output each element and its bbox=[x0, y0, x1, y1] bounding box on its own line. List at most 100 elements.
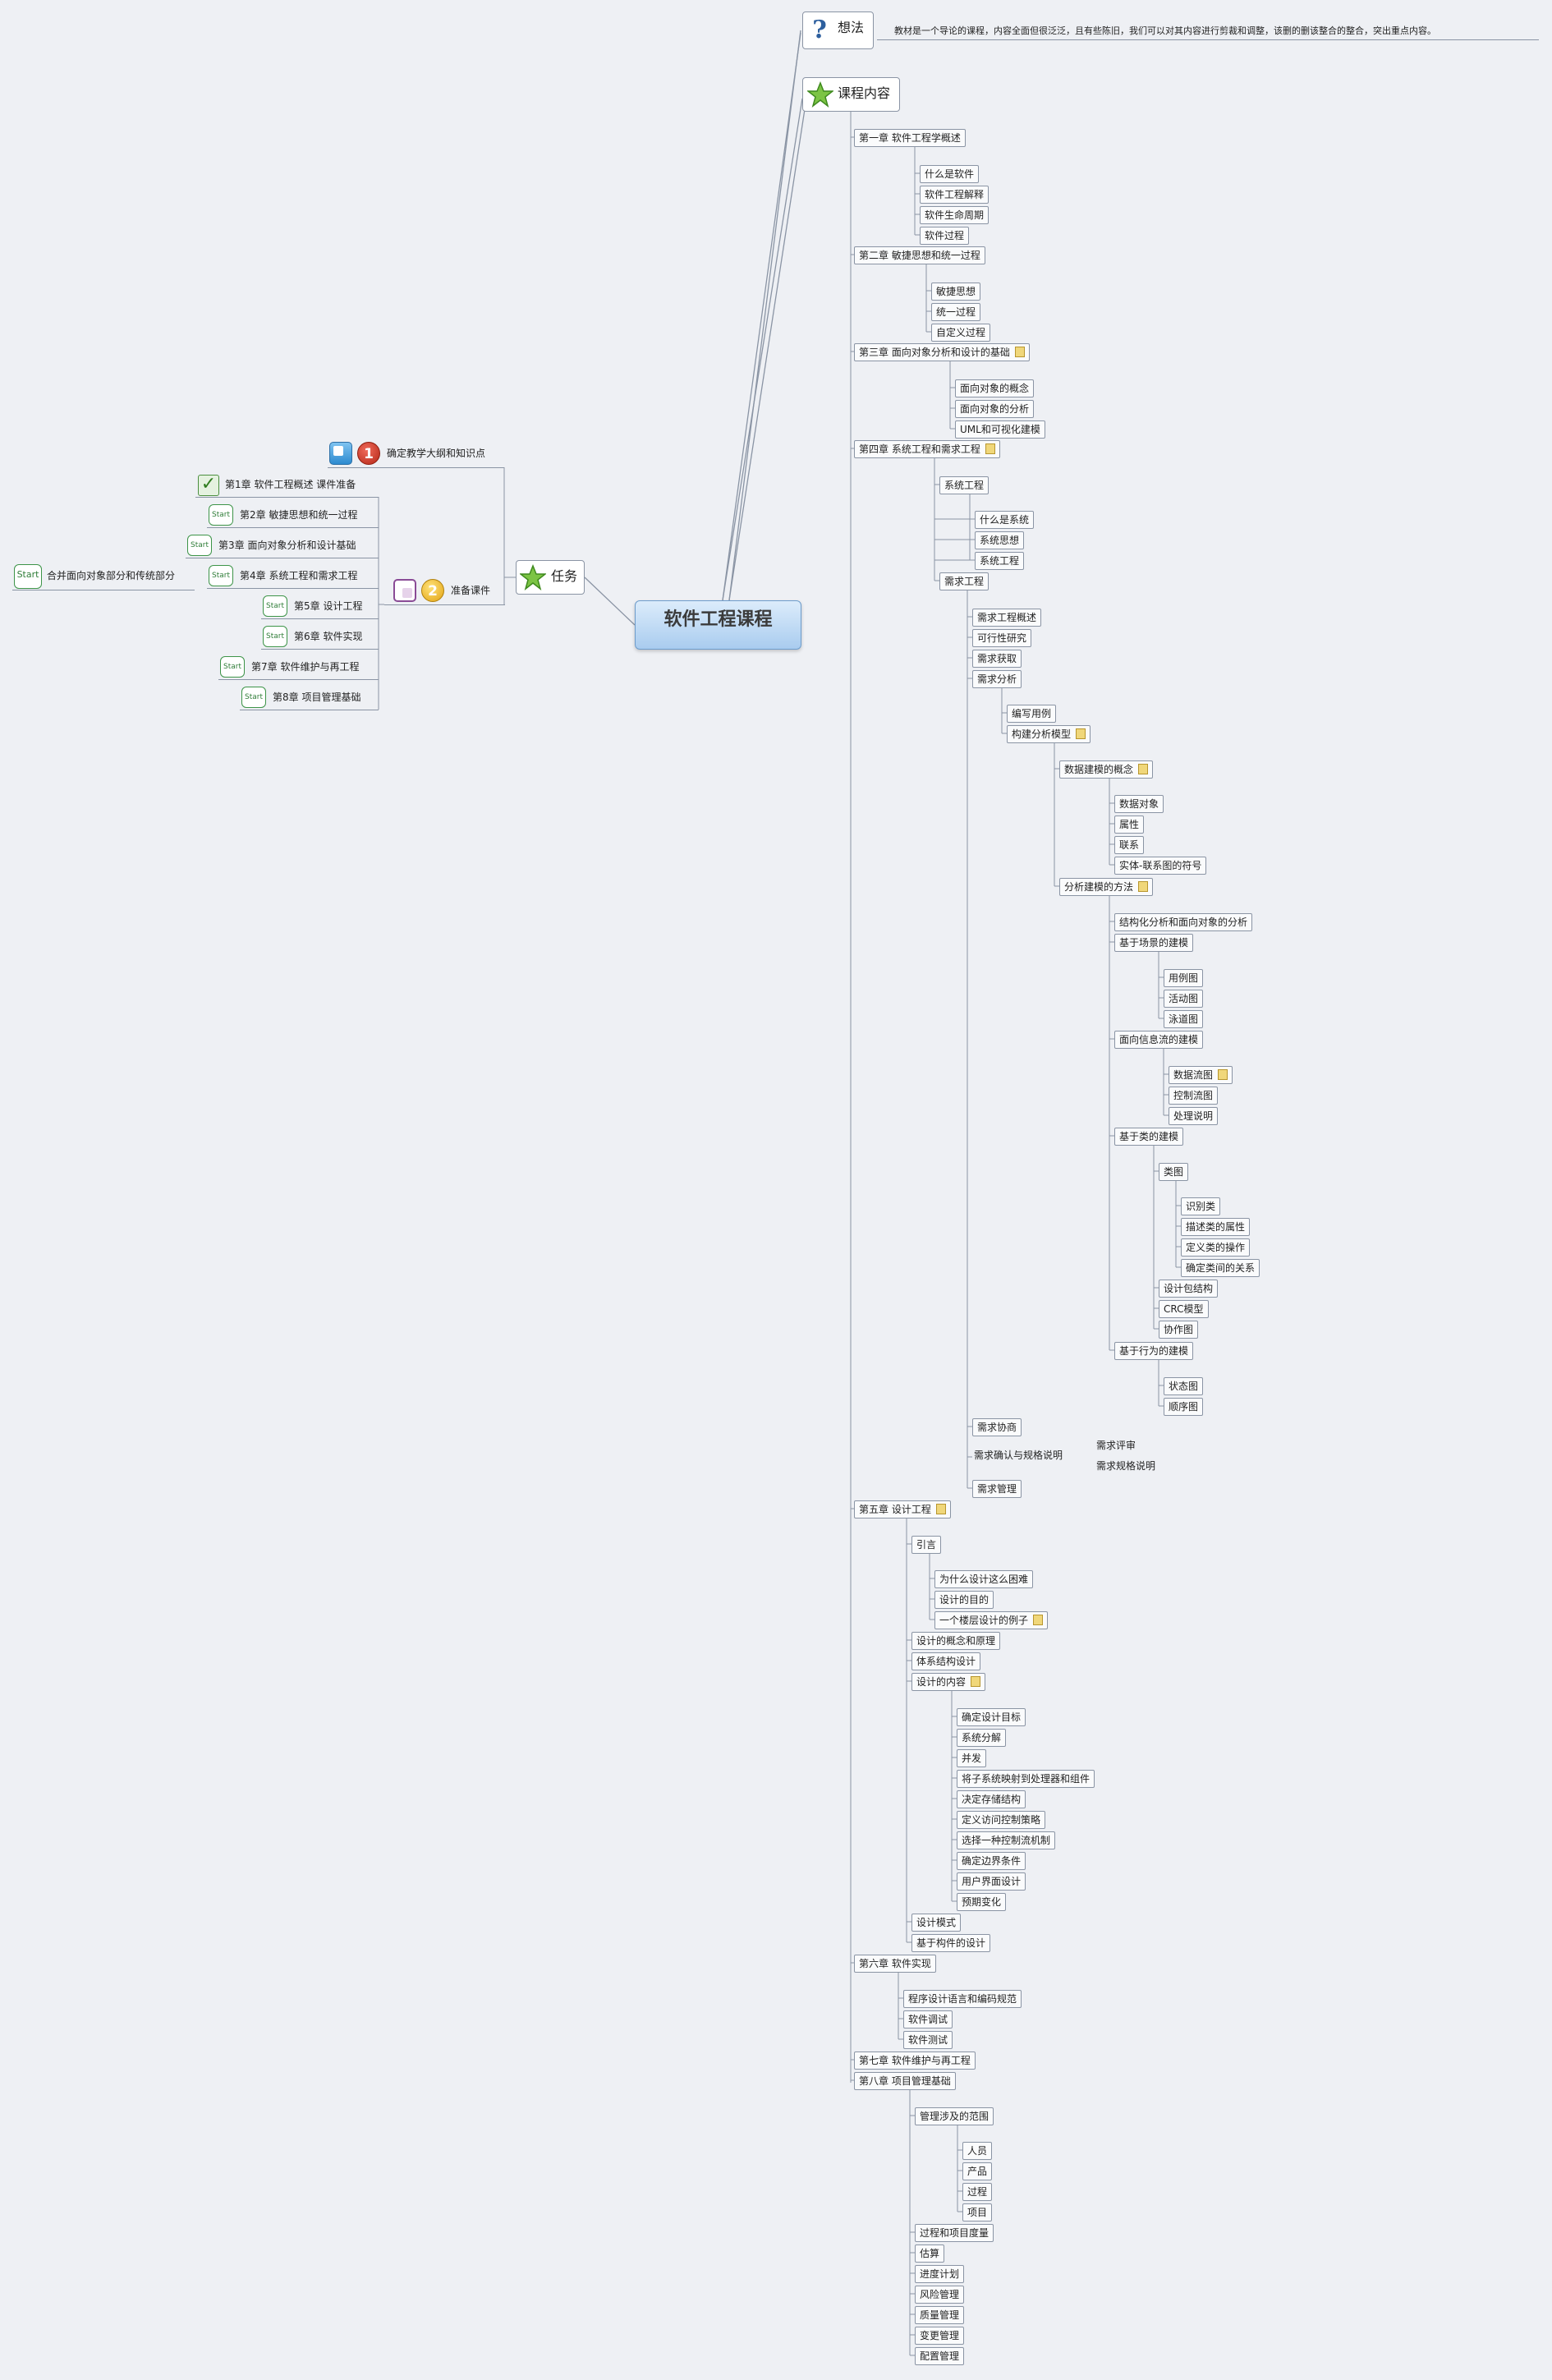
outline-node[interactable]: 控制流图 bbox=[1169, 1087, 1219, 1105]
outline-node[interactable]: 基于类的建模 bbox=[1114, 1128, 1184, 1146]
outline-node[interactable]: 什么是系统 bbox=[975, 511, 1035, 529]
outline-node[interactable]: 需求管理 bbox=[972, 1480, 1022, 1498]
note-icon[interactable] bbox=[971, 1676, 981, 1687]
outline-node[interactable]: 确定类间的关系 bbox=[1181, 1259, 1260, 1277]
outline-node[interactable]: CRC模型 bbox=[1159, 1300, 1209, 1318]
chapter-task-1[interactable]: 第1章 软件工程概述 课件准备 bbox=[225, 479, 356, 490]
chapter-task-6[interactable]: 第6章 软件实现 bbox=[294, 631, 363, 642]
outline-node[interactable]: 描述类的属性 bbox=[1181, 1218, 1251, 1236]
outline-node[interactable]: 基于场景的建模 bbox=[1114, 934, 1194, 952]
outline-node[interactable]: 程序设计语言和编码规范 bbox=[903, 1990, 1022, 2008]
note-icon[interactable] bbox=[1014, 347, 1025, 357]
outline-node[interactable]: 属性 bbox=[1114, 816, 1145, 834]
checkbox-done-icon[interactable]: ✓ bbox=[198, 475, 219, 496]
outline-node[interactable]: 需求确认与规格说明 bbox=[972, 1449, 1064, 1462]
outline-node[interactable]: 软件工程解释 bbox=[920, 186, 990, 204]
outline-node[interactable]: 设计模式 bbox=[911, 1914, 962, 1932]
chapter-task-8[interactable]: 第8章 项目管理基础 bbox=[273, 691, 361, 703]
outline-node[interactable]: 软件生命周期 bbox=[920, 206, 990, 224]
outline-node[interactable]: 构建分析模型 bbox=[1007, 725, 1091, 743]
chapter-task-2[interactable]: 第2章 敏捷思想和统一过程 bbox=[240, 509, 358, 521]
outline-node[interactable]: 软件调试 bbox=[903, 2010, 953, 2029]
outline-node[interactable]: 设计包结构 bbox=[1159, 1280, 1219, 1298]
outline-node[interactable]: 第四章 系统工程和需求工程 bbox=[854, 440, 1000, 458]
outline-node[interactable]: 数据对象 bbox=[1114, 795, 1164, 813]
chapter-task-4[interactable]: 第4章 系统工程和需求工程 bbox=[240, 570, 358, 581]
outline-node[interactable]: 可行性研究 bbox=[972, 629, 1032, 647]
outline-node[interactable]: 确定设计目标 bbox=[957, 1708, 1026, 1726]
outline-node[interactable]: 联系 bbox=[1114, 836, 1145, 854]
outline-node[interactable]: 需求规格说明 bbox=[1095, 1459, 1157, 1473]
outline-node[interactable]: 系统工程 bbox=[975, 552, 1025, 570]
outline-node[interactable]: 需求工程 bbox=[939, 572, 990, 590]
note-icon[interactable] bbox=[935, 1504, 946, 1514]
outline-node[interactable]: 产品 bbox=[962, 2162, 993, 2180]
outline-node[interactable]: 识别类 bbox=[1181, 1197, 1221, 1215]
note-icon[interactable] bbox=[1218, 1069, 1228, 1080]
outline-node[interactable]: 确定边界条件 bbox=[957, 1852, 1026, 1870]
outline-node[interactable]: 风险管理 bbox=[915, 2286, 965, 2304]
outline-node[interactable]: 第三章 面向对象分析和设计的基础 bbox=[854, 343, 1030, 361]
outline-node[interactable]: 进度计划 bbox=[915, 2265, 965, 2283]
outline-node[interactable]: 数据建模的概念 bbox=[1059, 760, 1154, 779]
outline-node[interactable]: 需求获取 bbox=[972, 650, 1022, 668]
outline-node[interactable]: 顺序图 bbox=[1164, 1398, 1204, 1416]
outline-node[interactable]: 编写用例 bbox=[1007, 705, 1057, 723]
note-icon[interactable] bbox=[985, 443, 995, 454]
outline-node[interactable]: 第八章 项目管理基础 bbox=[854, 2072, 956, 2090]
outline-node[interactable]: 需求协商 bbox=[972, 1418, 1022, 1436]
outline-node[interactable]: 预期变化 bbox=[957, 1893, 1007, 1911]
outline-node[interactable]: 将子系统映射到处理器和组件 bbox=[957, 1770, 1095, 1788]
outline-node[interactable]: 设计的概念和原理 bbox=[911, 1632, 1001, 1650]
outline-node[interactable]: 处理说明 bbox=[1169, 1107, 1219, 1125]
outline-node[interactable]: 配置管理 bbox=[915, 2347, 965, 2365]
outline-node[interactable]: 状态图 bbox=[1164, 1377, 1204, 1395]
outline-node[interactable]: 一个楼层设计的例子 bbox=[934, 1611, 1049, 1629]
chapter-task-7[interactable]: 第7章 软件维护与再工程 bbox=[251, 661, 360, 673]
outline-node[interactable]: 项目 bbox=[962, 2203, 993, 2221]
outline-node[interactable]: 第六章 软件实现 bbox=[854, 1955, 936, 1973]
outline-node[interactable]: 为什么设计这么困难 bbox=[934, 1570, 1034, 1588]
outline-node[interactable]: 系统思想 bbox=[975, 531, 1025, 549]
outline-node[interactable]: 实体-联系图的符号 bbox=[1114, 857, 1207, 875]
outline-node[interactable]: 第一章 软件工程学概述 bbox=[854, 129, 966, 147]
outline-node[interactable]: 定义类的操作 bbox=[1181, 1238, 1251, 1257]
outline-node[interactable]: 质量管理 bbox=[915, 2306, 965, 2324]
note-icon[interactable] bbox=[1138, 881, 1149, 892]
outline-node[interactable]: 结构化分析和面向对象的分析 bbox=[1114, 913, 1253, 931]
outline-node[interactable]: 用户界面设计 bbox=[957, 1872, 1026, 1891]
merge-oo-note[interactable]: 合并面向对象部分和传统部分 bbox=[47, 570, 176, 581]
outline-node[interactable]: 决定存储结构 bbox=[957, 1790, 1026, 1808]
outline-node[interactable]: 第七章 软件维护与再工程 bbox=[854, 2051, 976, 2070]
central-topic[interactable]: 软件工程课程 bbox=[635, 600, 801, 650]
outline-node[interactable]: 第二章 敏捷思想和统一过程 bbox=[854, 246, 985, 264]
outline-node[interactable]: 过程 bbox=[962, 2183, 993, 2201]
outline-node[interactable]: 数据流图 bbox=[1169, 1066, 1233, 1084]
outline-node[interactable]: 设计的内容 bbox=[911, 1673, 986, 1691]
outline-node[interactable]: 软件过程 bbox=[920, 227, 970, 245]
outline-node[interactable]: 面向对象的概念 bbox=[955, 379, 1035, 397]
task-define-syllabus[interactable]: 确定教学大纲和知识点 bbox=[387, 448, 486, 459]
outline-node[interactable]: 第五章 设计工程 bbox=[854, 1500, 951, 1519]
chapter-task-3[interactable]: 第3章 面向对象分析和设计基础 bbox=[218, 540, 356, 551]
note-icon[interactable] bbox=[1138, 764, 1149, 774]
outline-node[interactable]: 定义访问控制策略 bbox=[957, 1811, 1046, 1829]
outline-node[interactable]: 软件测试 bbox=[903, 2031, 953, 2049]
topic-idea[interactable]: 想法 bbox=[802, 11, 874, 49]
outline-node[interactable]: 敏捷思想 bbox=[931, 283, 981, 301]
task-prepare-slides[interactable]: 准备课件 bbox=[451, 585, 491, 596]
outline-node[interactable]: 面向对象的分析 bbox=[955, 400, 1035, 418]
outline-node[interactable]: 系统工程 bbox=[939, 476, 990, 494]
outline-node[interactable]: 面向信息流的建模 bbox=[1114, 1031, 1204, 1049]
outline-node[interactable]: 设计的目的 bbox=[934, 1591, 994, 1609]
outline-node[interactable]: 估算 bbox=[915, 2244, 945, 2263]
outline-node[interactable]: 引言 bbox=[911, 1536, 942, 1554]
outline-node[interactable]: 管理涉及的范围 bbox=[915, 2107, 994, 2125]
outline-node[interactable]: 分析建模的方法 bbox=[1059, 878, 1154, 896]
outline-node[interactable]: 统一过程 bbox=[931, 303, 981, 321]
outline-node[interactable]: 泳道图 bbox=[1164, 1010, 1204, 1028]
outline-node[interactable]: 系统分解 bbox=[957, 1729, 1007, 1747]
outline-node[interactable]: 基于行为的建模 bbox=[1114, 1342, 1194, 1360]
outline-node[interactable]: 并发 bbox=[957, 1749, 987, 1767]
outline-node[interactable]: 什么是软件 bbox=[920, 165, 980, 183]
